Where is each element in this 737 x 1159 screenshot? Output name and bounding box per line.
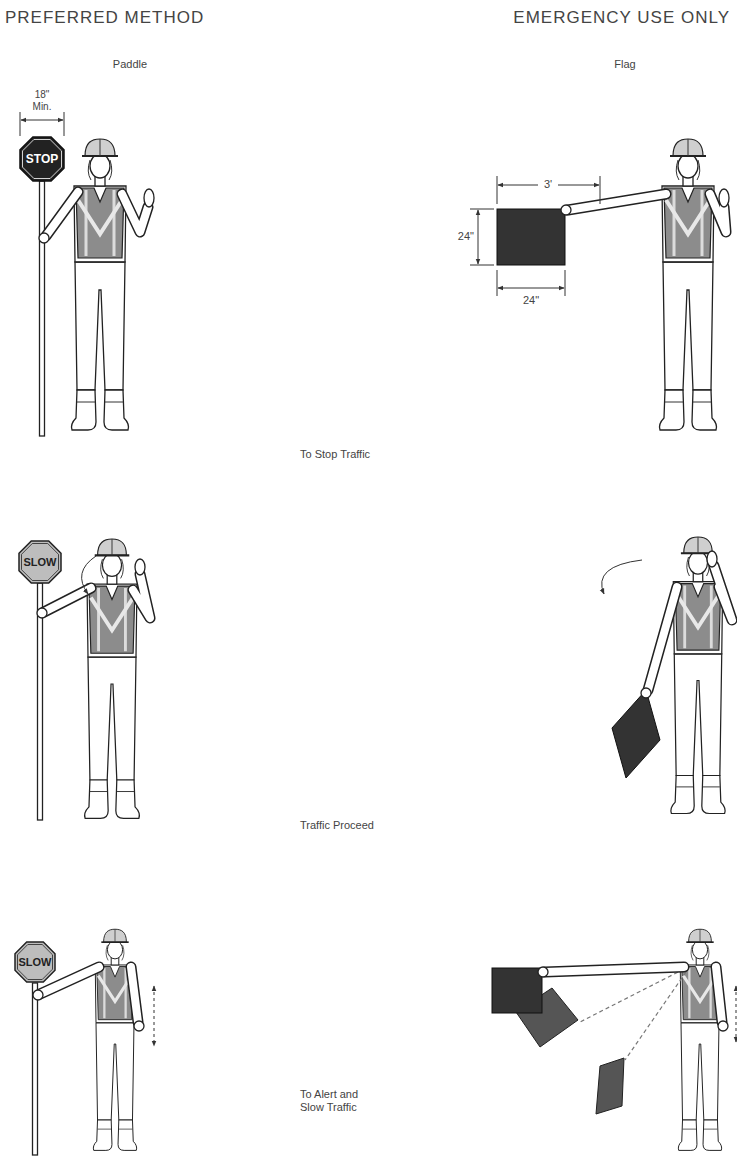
column-heading: EMERGENCY USE ONLY	[500, 8, 730, 28]
octagon-border	[18, 945, 53, 980]
flagger-figure	[470, 139, 729, 430]
dimension-label: 24"	[516, 294, 546, 307]
sign-text: SLOW	[24, 556, 57, 568]
signal-caption: To Alert and Slow Traffic	[300, 1088, 372, 1113]
method-label: Flag	[595, 58, 655, 71]
sign-text: STOP	[26, 152, 58, 166]
paddle-sign: SLOW	[15, 942, 55, 982]
dimension-label: 3'	[539, 178, 557, 191]
method-label: Paddle	[100, 58, 160, 71]
octagon-shape	[19, 541, 61, 583]
paddle-sign: SLOW	[19, 541, 61, 583]
flagger-figure	[20, 112, 154, 436]
paddle-sign: STOP	[20, 137, 64, 181]
octagon-border	[23, 140, 62, 179]
dimension-label: 18" Min.	[27, 89, 57, 112]
octagon-shape	[15, 942, 55, 982]
column-heading: PREFERRED METHOD	[5, 8, 225, 28]
dimension-label: 24"	[446, 230, 474, 243]
flagger-figure	[37, 539, 150, 820]
flagger-figure	[492, 929, 736, 1150]
flagger-figure	[602, 537, 732, 813]
signal-caption: Traffic Proceed	[300, 819, 410, 832]
octagon-shape	[20, 137, 64, 181]
octagon-border	[22, 544, 59, 581]
signal-caption: To Stop Traffic	[300, 448, 410, 461]
sign-text: SLOW	[19, 956, 52, 968]
